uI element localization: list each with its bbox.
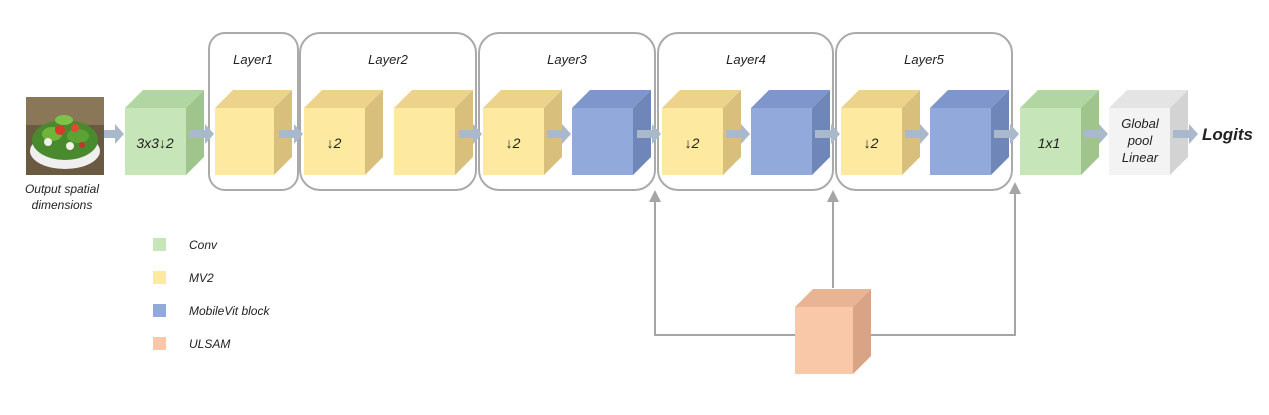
layer4-box xyxy=(657,32,834,191)
legend-label-mobilevit: MobileVit block xyxy=(189,304,270,318)
legend-swatch-mv2 xyxy=(153,271,166,284)
ulsam-to-head-line xyxy=(871,192,1016,336)
layer2-mv2-down-block xyxy=(304,90,383,175)
layer1-title: Layer1 xyxy=(233,52,273,67)
stem-conv-block xyxy=(125,90,204,175)
layer4-mobilevit-block xyxy=(751,90,830,175)
legend: Conv MV2 MobileVit block ULSAM xyxy=(153,238,270,351)
legend-swatch-conv xyxy=(153,238,166,251)
input-image xyxy=(26,97,104,175)
layer4-title: Layer4 xyxy=(726,52,766,67)
layer2-title: Layer2 xyxy=(368,52,409,67)
flow-arrow xyxy=(547,124,571,144)
blocks xyxy=(125,90,1188,374)
legend-label-conv: Conv xyxy=(189,238,218,252)
input-caption-line1: Output spatial xyxy=(25,182,99,196)
flow-arrow xyxy=(1084,124,1108,144)
flow-arrow xyxy=(459,124,482,144)
flow-arrows xyxy=(104,124,1198,144)
head-conv-label: 1x1 xyxy=(1038,135,1061,151)
layer5-block1-label: ↓2 xyxy=(864,135,879,151)
flow-arrow xyxy=(637,124,661,144)
layer1-box xyxy=(208,32,299,191)
layer5-title: Layer5 xyxy=(904,52,945,67)
output-label: Logits xyxy=(1202,125,1253,144)
layer3-block1-label: ↓2 xyxy=(506,135,521,151)
legend-swatch-ulsam xyxy=(153,337,166,350)
layer2-mv2-block xyxy=(394,90,473,175)
flow-arrow xyxy=(279,124,303,144)
flow-arrow xyxy=(994,124,1019,144)
layer4-block1-label: ↓2 xyxy=(685,135,700,151)
flow-arrow xyxy=(104,124,124,144)
flow-arrow xyxy=(815,124,840,144)
arrowhead-layer5 xyxy=(827,190,839,202)
head-pool-line1: Global xyxy=(1121,116,1160,131)
arrowhead-layer4 xyxy=(649,190,661,202)
ulsam-connectors xyxy=(654,192,1016,336)
head-pool-line2: pool xyxy=(1127,133,1154,148)
ulsam-block xyxy=(795,289,871,374)
legend-swatch-mobilevit xyxy=(153,304,166,317)
layer4-mv2-down-block xyxy=(662,90,741,175)
ulsam-to-layer4-line xyxy=(654,200,795,336)
stem-label: 3x3↓2 xyxy=(136,135,174,151)
flow-arrow xyxy=(1173,124,1198,144)
legend-label-ulsam: ULSAM xyxy=(189,337,230,351)
layer3-title: Layer3 xyxy=(547,52,588,67)
layer2-box xyxy=(299,32,477,191)
flow-arrow xyxy=(905,124,929,144)
head-pool-line3: Linear xyxy=(1122,150,1159,165)
ulsam-connector-heads xyxy=(649,182,1021,202)
layer3-box xyxy=(478,32,656,191)
arrowhead-head xyxy=(1009,182,1021,194)
flow-arrow xyxy=(726,124,750,144)
legend-label-mv2: MV2 xyxy=(189,271,214,285)
flow-arrow xyxy=(189,124,214,144)
layer3-mobilevit-block xyxy=(572,90,651,175)
layer2-block1-label: ↓2 xyxy=(327,135,342,151)
layer3-mv2-down-block xyxy=(483,90,562,175)
input-caption-line2: dimensions xyxy=(32,198,93,212)
layer5-box xyxy=(835,32,1013,191)
